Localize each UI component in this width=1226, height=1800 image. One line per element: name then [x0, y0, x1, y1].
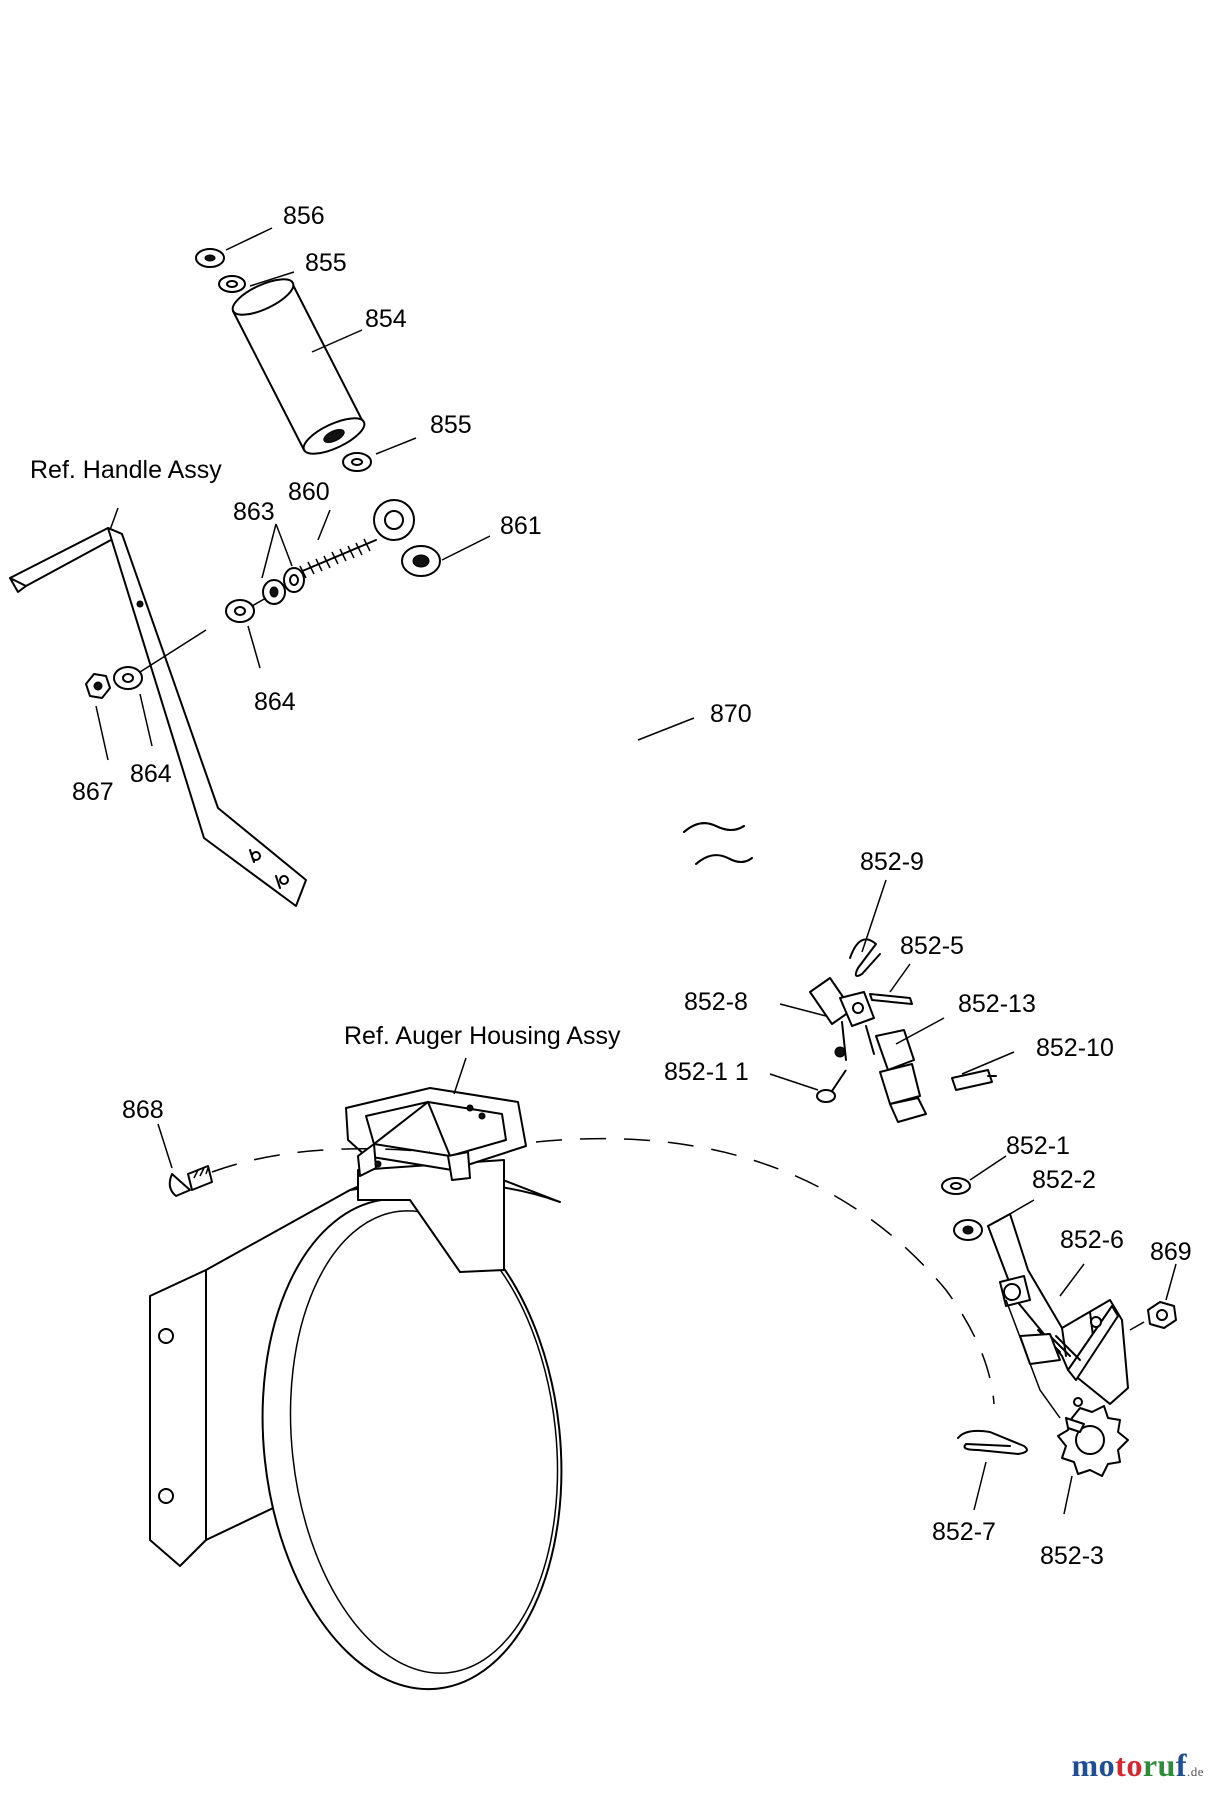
- callout-861: 861: [500, 512, 542, 540]
- part-labels: 856 855 854 855 860 863 861 864 864 867 …: [30, 202, 1192, 1570]
- ref-handle-assy: Ref. Handle Assy: [30, 456, 222, 484]
- callout-855-upper: 855: [305, 249, 347, 277]
- pinion-group: [957, 1405, 1129, 1477]
- callout-870: 870: [710, 700, 752, 728]
- watermark-tld: .de: [1186, 1764, 1204, 1779]
- callout-852-11: 852-1 1: [664, 1058, 749, 1086]
- watermark-part-3: ru: [1142, 1747, 1176, 1783]
- leader-lines: [95, 227, 1177, 1515]
- chute-bracket: [987, 1213, 1129, 1419]
- callout-864-lower: 864: [130, 760, 172, 788]
- callout-855-lower: 855: [430, 411, 472, 439]
- callout-860: 860: [288, 478, 330, 506]
- eyebolt-assembly: [85, 499, 441, 699]
- callout-852-8: 852-8: [684, 988, 748, 1016]
- callout-856: 856: [283, 202, 325, 230]
- callout-852-9: 852-9: [860, 848, 924, 876]
- carriage-bolt-868: [168, 1165, 213, 1197]
- callout-852-7: 852-7: [932, 1518, 996, 1546]
- nut-869: [1129, 1301, 1177, 1331]
- handle-assembly: [9, 527, 307, 907]
- ref-auger-housing-assy: Ref. Auger Housing Assy: [344, 1022, 621, 1050]
- callout-852-1: 852-1: [1006, 1132, 1070, 1160]
- callout-852-2: 852-2: [1032, 1166, 1096, 1194]
- callout-852-5: 852-5: [900, 932, 964, 960]
- callout-852-3: 852-3: [1040, 1542, 1104, 1570]
- callout-852-10: 852-10: [1036, 1034, 1114, 1062]
- control-rod: [429, 583, 931, 1165]
- callout-868: 868: [122, 1096, 164, 1124]
- watermark-logo: motoruf.de: [1072, 1747, 1205, 1784]
- watermark-part-1: mo: [1071, 1747, 1116, 1783]
- callout-869: 869: [1150, 1238, 1192, 1266]
- auger-housing: [149, 1087, 563, 1691]
- callout-863: 863: [233, 498, 275, 526]
- callout-852-13: 852-13: [958, 990, 1036, 1018]
- callout-867: 867: [72, 778, 114, 806]
- callout-854: 854: [365, 305, 407, 333]
- callout-852-6: 852-6: [1060, 1226, 1124, 1254]
- callout-864-upper: 864: [254, 688, 296, 716]
- clevis-group: [809, 938, 997, 1241]
- grip-stack: [195, 248, 372, 472]
- watermark-part-2: to: [1115, 1747, 1143, 1783]
- bolt-path: [211, 1147, 431, 1173]
- chute-rotation-path: [535, 1137, 995, 1405]
- watermark-part-4: f: [1175, 1747, 1187, 1783]
